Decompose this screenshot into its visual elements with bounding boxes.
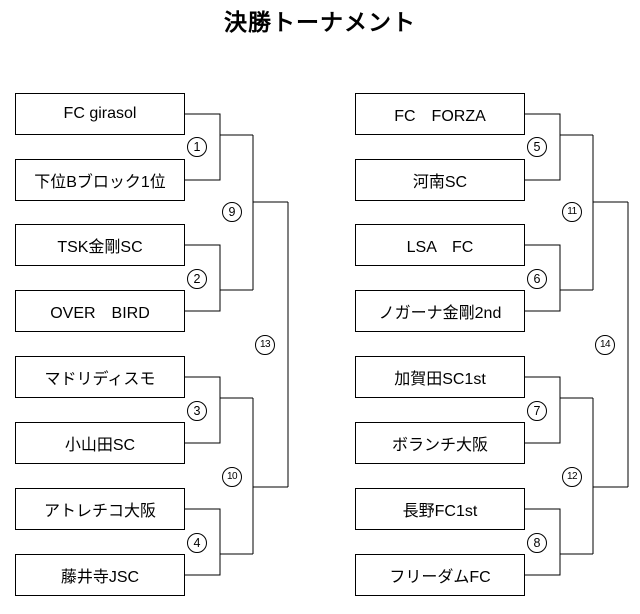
team-box-right-7: 長野FC1st xyxy=(355,488,525,530)
team-box-right-1: FC FORZA xyxy=(355,93,525,135)
team-box-right-5: 加賀田SC1st xyxy=(355,356,525,398)
team-box-right-2: 河南SC xyxy=(355,159,525,201)
team-box-left-5: マドリディスモ xyxy=(15,356,185,398)
page-title: 決勝トーナメント xyxy=(224,9,416,35)
match-number-11: 11 xyxy=(562,202,582,222)
team-box-left-1: FC girasol xyxy=(15,93,185,135)
match-number-6: 6 xyxy=(527,269,547,289)
right-round2-connectors xyxy=(592,135,628,554)
match-number-4: 4 xyxy=(187,533,207,553)
match-number-2: 2 xyxy=(187,269,207,289)
match-number-1: 1 xyxy=(187,137,207,157)
team-box-left-6: 小山田SC xyxy=(15,422,185,464)
match-number-12: 12 xyxy=(562,467,582,487)
match-number-3: 3 xyxy=(187,401,207,421)
team-box-left-4: OVER BIRD xyxy=(15,290,185,332)
match-number-9: 9 xyxy=(222,202,242,222)
left-round2-connectors xyxy=(252,135,288,554)
match-number-14: 14 xyxy=(595,335,615,355)
match-number-8: 8 xyxy=(527,533,547,553)
team-box-right-6: ボランチ大阪 xyxy=(355,422,525,464)
team-box-left-7: アトレチコ大阪 xyxy=(15,488,185,530)
team-box-right-8: フリーダムFC xyxy=(355,554,525,596)
left-round1-connectors xyxy=(185,113,253,576)
match-number-10: 10 xyxy=(222,467,242,487)
team-box-left-2: 下位Bブロック1位 xyxy=(15,159,185,201)
team-box-right-3: LSA FC xyxy=(355,224,525,266)
match-number-7: 7 xyxy=(527,401,547,421)
match-number-13: 13 xyxy=(255,335,275,355)
team-box-right-4: ノガーナ金剛2nd xyxy=(355,290,525,332)
right-round1-connectors xyxy=(525,113,593,576)
team-box-left-8: 藤井寺JSC xyxy=(15,554,185,596)
team-box-left-3: TSK金剛SC xyxy=(15,224,185,266)
match-number-5: 5 xyxy=(527,137,547,157)
